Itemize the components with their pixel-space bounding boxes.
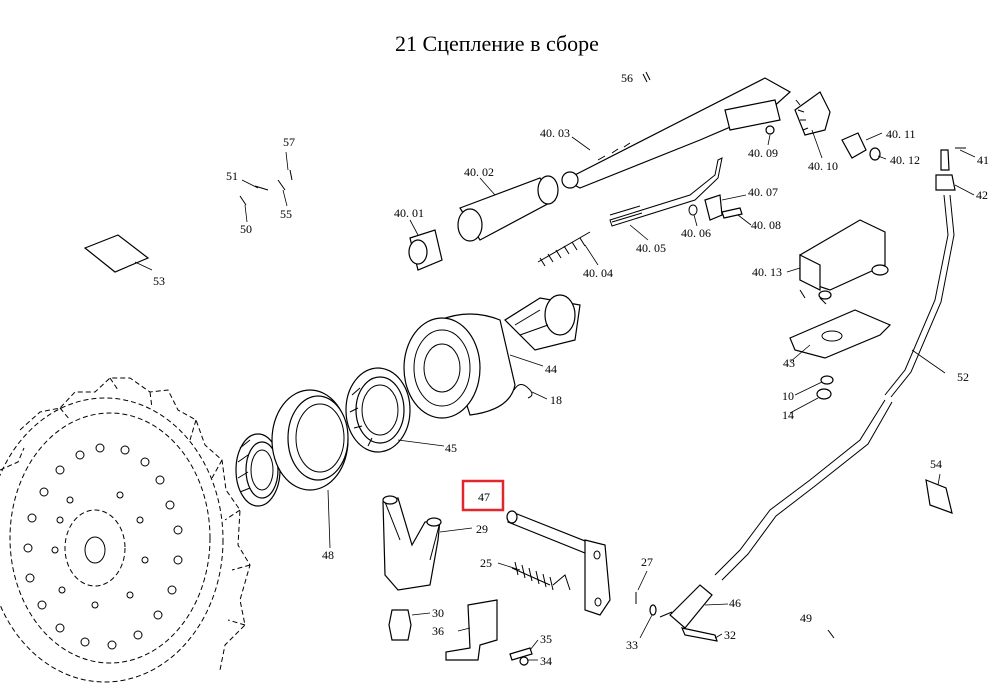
label-40-10: 40. 10 xyxy=(808,159,838,173)
diagram-title: 21 Сцепление в сборе xyxy=(395,31,599,56)
label-34: 34 xyxy=(540,654,552,668)
label-56: 56 xyxy=(621,71,633,85)
label-48: 48 xyxy=(322,548,334,562)
label-40-09: 40. 09 xyxy=(748,146,778,160)
label-52: 52 xyxy=(957,370,969,384)
part-54-tag xyxy=(925,479,953,514)
label-29: 29 xyxy=(476,522,488,536)
part-53-plate xyxy=(83,234,150,273)
label-57: 57 xyxy=(283,135,295,149)
label-42: 42 xyxy=(976,188,988,202)
label-36: 36 xyxy=(432,624,444,638)
label-40-06: 40. 06 xyxy=(681,226,711,240)
label-30: 30 xyxy=(432,606,444,620)
label-35: 35 xyxy=(540,632,552,646)
label-40-13: 40. 13 xyxy=(752,265,782,279)
label-10: 10 xyxy=(782,389,794,403)
label-40-11: 40. 11 xyxy=(886,127,916,141)
part-34-nut xyxy=(519,656,529,666)
part-36-bracket xyxy=(445,599,498,661)
part-25-spring xyxy=(511,561,571,591)
part-47-shaft xyxy=(506,510,611,616)
part-18-spring xyxy=(513,384,533,399)
label-40-05: 40. 05 xyxy=(636,241,666,255)
part-50-pin xyxy=(239,195,247,206)
label-32: 32 xyxy=(724,628,736,642)
part-55-screw xyxy=(277,179,286,191)
label-40-08: 40. 08 xyxy=(751,218,781,232)
part-40-01-bracket xyxy=(408,229,443,271)
part-52-cable xyxy=(714,147,966,581)
label-40-12: 40. 12 xyxy=(890,153,920,167)
label-53: 53 xyxy=(153,274,165,288)
label-25: 25 xyxy=(480,556,492,570)
part-46-clevis xyxy=(659,584,718,642)
part-40-07-bracket xyxy=(704,194,723,221)
part-48-bearing xyxy=(235,433,281,507)
leader-lines xyxy=(134,129,976,661)
label-47: 47 xyxy=(478,490,490,504)
part-49-pin xyxy=(827,629,835,639)
label-54: 54 xyxy=(930,457,942,471)
label-14: 14 xyxy=(782,408,794,422)
part-40-05-rod xyxy=(609,157,723,227)
part-10-washer xyxy=(820,375,834,385)
part-29-fork xyxy=(382,495,442,591)
part-33-washer xyxy=(649,604,657,616)
part-51-bolt xyxy=(254,185,269,191)
part-14-nut xyxy=(816,388,832,400)
label-33: 33 xyxy=(626,638,638,652)
label-40-03: 40. 03 xyxy=(540,126,570,140)
label-51: 51 xyxy=(226,169,238,183)
label-50: 50 xyxy=(240,222,252,236)
label-40-01: 40. 01 xyxy=(394,206,424,220)
label-55: 55 xyxy=(280,207,292,221)
part-45-bearing xyxy=(345,367,411,453)
part-56-clip xyxy=(642,71,651,83)
label-41: 41 xyxy=(977,153,989,167)
flywheel-assembly xyxy=(0,377,251,683)
label-40-04: 40. 04 xyxy=(583,266,613,280)
part-pressure-ring xyxy=(271,389,349,491)
label-44: 44 xyxy=(545,362,557,376)
label-40-07: 40. 07 xyxy=(748,185,778,199)
label-49: 49 xyxy=(800,611,812,625)
part-43-plate xyxy=(789,309,892,359)
part-40-02-sleeve xyxy=(457,175,559,242)
part-44-housing xyxy=(403,294,581,419)
part-35-bolt xyxy=(509,647,533,661)
highlight-box-47 xyxy=(461,479,505,512)
part-57-screw xyxy=(289,169,293,181)
part-30-bolt xyxy=(388,609,412,641)
label-43: 43 xyxy=(783,356,795,370)
part-40-13-bracket xyxy=(799,219,889,305)
label-45: 45 xyxy=(445,441,457,455)
label-46: 46 xyxy=(729,596,741,610)
part-labels: 56 40. 03 40. 11 40. 12 40. 09 40. 10 40… xyxy=(153,71,989,668)
part-40-03-arm xyxy=(561,77,881,189)
label-18: 18 xyxy=(550,393,562,407)
label-27: 27 xyxy=(641,555,653,569)
part-40-04-spring xyxy=(537,231,591,267)
label-40-02: 40. 02 xyxy=(464,165,494,179)
